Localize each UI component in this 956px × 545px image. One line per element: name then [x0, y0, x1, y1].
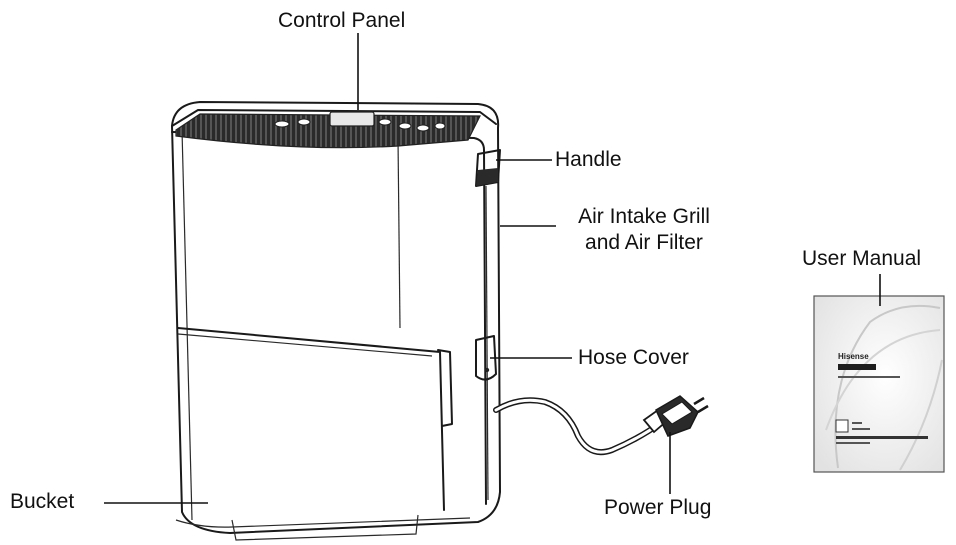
control-button	[434, 122, 446, 130]
dehumidifier-body	[171, 101, 501, 534]
leader-lines	[104, 33, 881, 504]
display-window	[329, 111, 375, 127]
control-button	[398, 122, 412, 130]
control-button	[378, 118, 392, 126]
user-manual-booklet	[813, 295, 945, 473]
hose-cover	[475, 335, 497, 381]
label-hose-cover: Hose Cover	[578, 346, 689, 369]
label-handle: Handle	[555, 148, 622, 171]
handle	[475, 149, 501, 187]
control-panel	[274, 111, 446, 132]
label-control-panel: Control Panel	[278, 9, 406, 32]
top-grill	[171, 109, 497, 149]
manual-brand-text: Hisense	[838, 352, 869, 361]
control-button	[297, 118, 311, 126]
label-air-intake-line1: Air Intake Grill	[578, 205, 710, 228]
power-cord	[493, 397, 665, 456]
bucket-panel	[177, 327, 453, 541]
control-button	[416, 124, 430, 132]
manual-brand-logo	[838, 364, 876, 370]
label-bucket: Bucket	[10, 490, 75, 513]
air-intake-grill	[485, 185, 489, 501]
control-button	[274, 120, 290, 128]
label-power-plug: Power Plug	[604, 496, 712, 519]
label-user-manual: User Manual	[802, 247, 922, 270]
power-plug-shape	[642, 395, 709, 437]
label-air-intake-grill: Air Intake Grill and Air Filter	[556, 204, 732, 256]
label-air-intake-line2: and Air Filter	[585, 231, 703, 254]
